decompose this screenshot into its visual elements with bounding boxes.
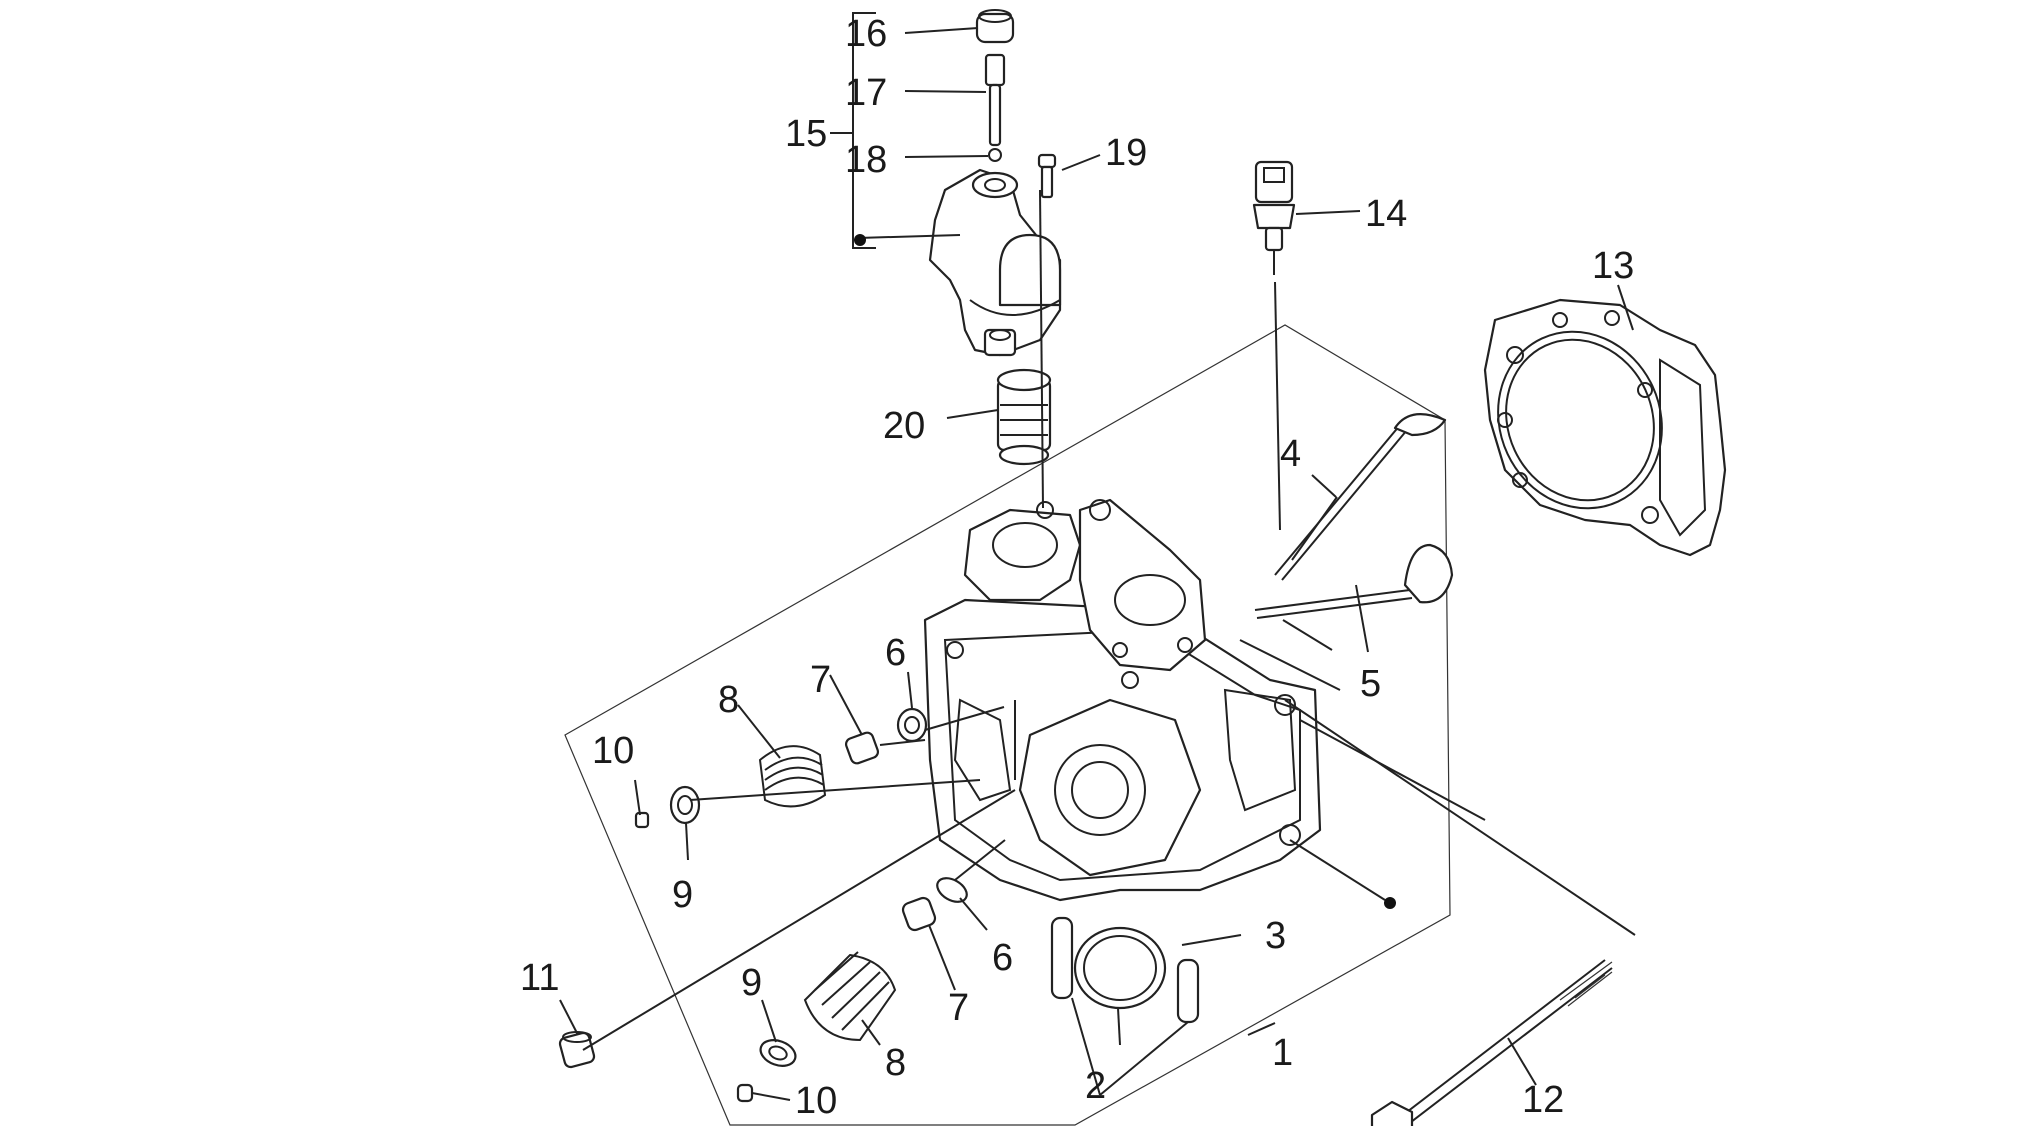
label-1: 1: [1272, 1032, 1293, 1074]
assembly-boundary: [564, 324, 1451, 1126]
label-15: 15: [785, 113, 827, 155]
label-2: 2: [1085, 1065, 1106, 1107]
dowel-pin-left: [1050, 916, 1074, 1000]
label-18: 18: [845, 139, 887, 181]
label-4: 4: [1280, 433, 1301, 475]
cylinder-stud-bolt: [1370, 959, 1613, 1126]
plug-screw: [558, 1031, 596, 1069]
label-7-lower: 7: [948, 987, 969, 1029]
o-ring: [1073, 926, 1167, 1010]
bleed-screw: [984, 53, 1006, 147]
label-20: 20: [883, 405, 925, 447]
label-17: 17: [845, 72, 887, 114]
dowel-pin-right: [1176, 958, 1200, 1024]
valve-spring-lower: [803, 951, 897, 1042]
thermostat: [996, 368, 1052, 466]
cylinder-head: [923, 498, 1341, 902]
label-6-lower: 6: [992, 937, 1013, 979]
thermostat-housing: [928, 168, 1062, 357]
label-3: 3: [1265, 915, 1286, 957]
label-8-upper: 8: [718, 679, 739, 721]
bleed-cap: [975, 9, 1015, 44]
reference-dot-top: [854, 234, 866, 246]
leader-lines: [559, 12, 1636, 1101]
temperature-sensor: [1252, 160, 1296, 275]
housing-screw: [1037, 153, 1057, 199]
reference-dot-right: [1384, 897, 1396, 909]
label-9-upper: 9: [672, 874, 693, 916]
exhaust-valve: [1254, 543, 1454, 619]
label-5: 5: [1360, 663, 1381, 705]
spring-retainer-upper: [669, 785, 701, 825]
label-12: 12: [1522, 1079, 1564, 1121]
label-7-upper: 7: [810, 659, 831, 701]
valve-seal-upper: [896, 707, 928, 743]
label-10-lower: 10: [795, 1080, 837, 1122]
label-11: 11: [520, 957, 559, 999]
label-16: 16: [845, 13, 887, 55]
label-10-upper: 10: [592, 730, 634, 772]
intake-valve: [1274, 412, 1447, 581]
label-9-lower: 9: [741, 962, 762, 1004]
spring-retainer-lower: [759, 1039, 797, 1067]
part-labels: 16 17 15 18 19 14 13 20 4 5 6 7 8 10 9 3…: [520, 13, 1634, 1122]
valve-collet-upper: [634, 811, 650, 829]
label-13: 13: [1592, 245, 1634, 287]
label-6-upper: 6: [885, 632, 906, 674]
valve-guide-lower: [901, 896, 937, 932]
label-8-lower: 8: [885, 1042, 906, 1084]
valve-spring-upper: [758, 745, 827, 808]
label-14: 14: [1365, 193, 1407, 235]
label-19: 19: [1105, 132, 1147, 174]
valve-collet-lower: [736, 1083, 754, 1103]
bleed-washer: [988, 148, 1002, 162]
valve-seal-lower: [936, 877, 968, 903]
valve-guide-upper: [844, 731, 880, 765]
head-gasket: [1483, 298, 1727, 557]
